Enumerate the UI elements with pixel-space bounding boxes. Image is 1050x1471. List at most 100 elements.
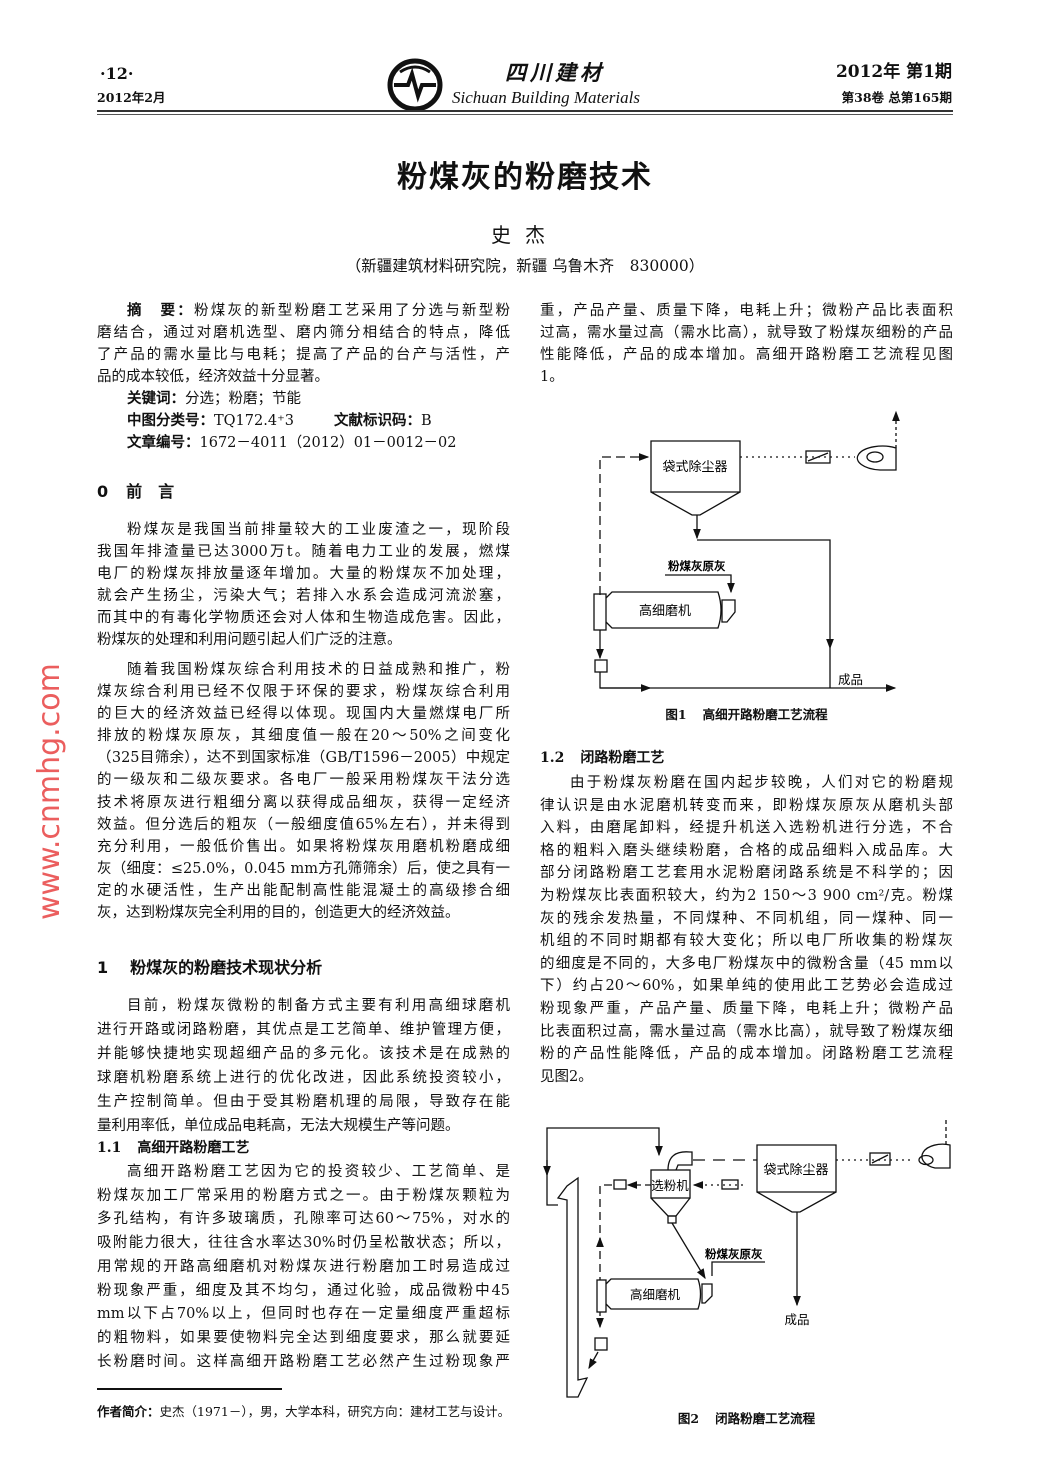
separator-box bbox=[650, 1169, 691, 1199]
author-affiliation: （新疆建筑材料研究院，新疆 乌鲁木齐 830000） bbox=[345, 257, 705, 275]
text-line: 技术将原灰进行粗细分离以获得成品细灰，获得一定经济 bbox=[97, 794, 510, 811]
fig1-dust-collector-label: 袋式除尘器 bbox=[662, 460, 727, 475]
mill-end-cap bbox=[596, 1279, 607, 1313]
article-no-label: 文章编号： bbox=[127, 435, 200, 451]
text-line: 机组的不同时期都有较大变化；所以电厂所收集的粉煤灰 bbox=[540, 933, 953, 950]
fig1-product-label: 成品 bbox=[838, 672, 863, 687]
abstract-line: 磨结合，通过对磨机选型、磨内筛分相结合的特点，降低 bbox=[97, 325, 510, 341]
volume-info: 第38卷 总第165期 bbox=[841, 90, 952, 105]
doc-code-label: 文献标识码： bbox=[333, 413, 421, 429]
text-line: 球磨机粉磨系统上进行的优化改进，因此系统投资较小， bbox=[97, 1070, 510, 1086]
text-line: 并能够快捷地实现超细产品的多元化。该技术是在成熟的 bbox=[97, 1046, 510, 1062]
header-rule bbox=[97, 110, 953, 112]
fig2-raw-ash-label: 粉煤灰原灰 bbox=[705, 1247, 763, 1261]
fig2-mill-label: 高细磨机 bbox=[630, 1287, 681, 1302]
mill-body bbox=[605, 591, 722, 629]
fig1-mill-label: 高细磨机 bbox=[639, 603, 691, 619]
abstract: 摘 要：粉煤灰的新型粉磨工艺采用了分选与新型粉 磨结合，通过对磨机选型、磨内筛分… bbox=[97, 300, 510, 454]
valve-icon bbox=[869, 1152, 891, 1166]
text-line: 进行开路或闭路粉磨，其优点是工艺简单、维护管理方便， bbox=[97, 1022, 510, 1038]
author-note-label: 作者简介： bbox=[97, 1404, 160, 1419]
text-line: 为粉煤灰比表面积较大，约为2 150～3 900 cm²/克。粉煤 bbox=[540, 887, 953, 904]
text-line: 而其中的有毒化学物质还会对人体和生物造成危害。因此， bbox=[97, 610, 510, 626]
fan-icon bbox=[921, 1143, 951, 1169]
text-line: 充分利用，一般低价售出。如果将粉煤灰用磨机粉磨成细 bbox=[97, 838, 510, 855]
section-number: 1.2 bbox=[540, 750, 565, 766]
section-title: 前 言 bbox=[126, 482, 175, 501]
paragraph-section-1: 目前，粉煤灰微粉的制备方式主要有利用高细球磨机进行开路或闭路粉磨，其优点是工艺简… bbox=[97, 994, 510, 1138]
text-line: 过高，需水量过高（需水比高），就导致了粉煤灰细粉的产品 bbox=[540, 325, 953, 341]
text-line: 电厂的粉煤灰排放量逐年增加。大量的粉煤灰不加处理， bbox=[97, 566, 510, 582]
text-line: 的粗物料，如果要使物料完全达到细度要求，那么就要延 bbox=[97, 1329, 510, 1346]
abstract-line: 了产品的需水量比与电耗；提高了产品的台产与活性，产 bbox=[97, 347, 510, 363]
keywords: 关键词：分选；粉磨；节能 bbox=[97, 388, 510, 410]
keywords-label: 关键词： bbox=[127, 391, 185, 407]
text-line: 高细开路粉磨工艺因为它的投资较少、工艺简单、是 bbox=[127, 1164, 510, 1180]
text-line: （325目筛余），达不到国家标准（GB/T1596－2005）中规定 bbox=[97, 750, 510, 767]
issue-date: 2012年2月 bbox=[97, 90, 166, 105]
text-line: 我国年排渣量已达3000万t。随着电力工业的发展，燃煤 bbox=[97, 544, 510, 560]
section-title: 粉煤灰的粉磨技术现状分析 bbox=[130, 958, 323, 977]
text-line: 的一级灰和二级灰要求。各电厂一般采用粉煤灰干法分选 bbox=[97, 772, 510, 789]
text-line: 见图2。 bbox=[540, 1068, 593, 1085]
journal-name-cn: 四川建材 bbox=[505, 60, 605, 85]
figure-number: 图1 bbox=[665, 707, 687, 722]
text-line: 粉煤灰的处理和利用问题引起人们广泛的注意。 bbox=[97, 632, 402, 648]
text-line: 性能降低，产品的成本增加。高细开路粉磨工艺流程见图 bbox=[540, 347, 953, 363]
text-line: 灰（细度：≤25.0%，0.045 mm方孔筛筛余）后，使之具有一 bbox=[97, 860, 510, 877]
abstract-line: 品的成本较低，经济效益十分显著。 bbox=[97, 369, 329, 385]
text-line: 量利用率低，单位成品电耗高，无法大规模生产等问题。 bbox=[97, 1118, 460, 1134]
header-rule-thin bbox=[97, 114, 953, 115]
text-line: 粉现象严重，细度及其不均匀，通过化验，成品微粉中45 bbox=[97, 1282, 510, 1299]
doc-code-value: B bbox=[420, 413, 432, 429]
paragraph-intro-2: 随着我国粉煤灰综合利用技术的日益成熟和推广，粉煤灰综合利用已经不仅限于环保的要求… bbox=[97, 659, 510, 924]
article-title: 粉煤灰的粉磨技术 bbox=[397, 160, 653, 195]
dust-collector-box bbox=[650, 440, 741, 516]
fig2-product-label: 成品 bbox=[784, 1312, 809, 1327]
text-line: 灰，达到粉煤灰完全利用的目的，创造更大的经济效益。 bbox=[97, 905, 460, 922]
dust-collector-box-2 bbox=[756, 1144, 837, 1213]
text-line: 1。 bbox=[540, 369, 564, 385]
valve-icon bbox=[805, 450, 831, 464]
fan-icon bbox=[856, 445, 897, 471]
paragraph-section-1-1-continued: 重，产品产量、质量下降，电耗上升；微粉产品比表面积过高，需水量过高（需水比高），… bbox=[540, 300, 953, 388]
footnote-rule bbox=[97, 1388, 282, 1390]
text-line: 粉的产品性能降低，产品的成本增加。闭路粉磨工艺流程 bbox=[540, 1046, 953, 1063]
text-line: 煤灰综合利用已经不仅限于环保的要求，粉煤灰综合利用 bbox=[97, 684, 510, 701]
mill-body-2 bbox=[605, 1278, 702, 1310]
journal-logo-icon bbox=[387, 58, 443, 112]
text-line: 粉现象严重，产品产量、质量下降，电耗上升；微粉产品 bbox=[540, 1000, 953, 1017]
paragraph-section-1-2: 由于粉煤灰粉磨在国内起步较晚，人们对它的粉磨规律认识是由水泥磨机转变而来，即粉煤… bbox=[540, 772, 953, 1088]
article-no-value: 1672－4011（2012）01－0012－02 bbox=[199, 435, 457, 451]
section-title: 高细开路粉磨工艺 bbox=[137, 1140, 250, 1156]
text-line: 灰的残余发热量，不同煤种、不同机组，同一煤种、同一 bbox=[540, 910, 953, 927]
text-line: 随着我国粉煤灰综合利用技术的日益成熟和推广，粉 bbox=[127, 662, 510, 678]
article-number: 文章编号：1672－4011（2012）01－0012－02 bbox=[97, 432, 510, 454]
fig2-separator-label: 选粉机 bbox=[651, 1178, 689, 1193]
figure-number: 图2 bbox=[677, 1411, 700, 1426]
text-line: 粉煤灰加工厂常采用的粉磨方式之一。由于粉煤灰颗粒为 bbox=[97, 1187, 510, 1204]
page-number: ·12· bbox=[100, 64, 134, 83]
abstract-label: 摘 要： bbox=[127, 302, 194, 319]
text-line: 多孔结构，有许多玻璃质，孔隙率可达60～75%，对水的 bbox=[97, 1211, 510, 1228]
journal-name-en: Sichuan Building Materials bbox=[452, 88, 640, 107]
text-line: 长粉磨时间。这样高细开路粉磨工艺必然产生过粉现象严 bbox=[97, 1353, 510, 1370]
paragraph-intro-1: 粉煤灰是我国当前排量较大的工业废渣之一，现阶段我国年排渣量已达3000万t。随着… bbox=[97, 519, 510, 651]
text-line: 效益。但分选后的粗灰（一般细度值65%左右），并未得到 bbox=[97, 816, 510, 833]
fig1-raw-ash-label: 粉煤灰原灰 bbox=[668, 559, 726, 573]
text-line: 排放的粉煤灰原灰，其细度值一般在20～50%之间变化 bbox=[97, 728, 510, 745]
text-line: 就会产生扬尘，污染大气；若排入水系会造成河流淤塞， bbox=[97, 588, 510, 604]
paragraph-section-1-1: 高细开路粉磨工艺因为它的投资较少、工艺简单、是粉煤灰加工厂常采用的粉磨方式之一。… bbox=[97, 1161, 510, 1374]
issue-number: 2012年 第1期 bbox=[835, 62, 952, 82]
text-line: 的细度是不同的，大多电厂粉煤灰中的微粉含量（45 mm以 bbox=[540, 955, 953, 972]
text-line: 的巨大的经济效益已经得以体现。现国内大量燃煤电厂所 bbox=[97, 706, 510, 723]
